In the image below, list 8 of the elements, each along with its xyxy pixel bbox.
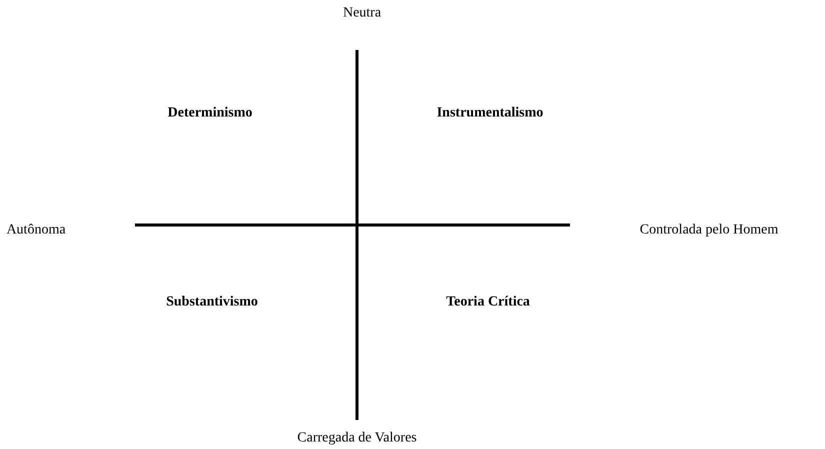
axis-label: Neutra — [342, 5, 382, 21]
quadrant-label: Substantivismo — [166, 294, 258, 310]
axis-label: Carregada de Valores — [297, 430, 417, 446]
axis-label: Autônoma — [6, 222, 66, 238]
quadrant-label: Determinismo — [168, 105, 252, 121]
quadrant-label: Instrumentalismo — [436, 105, 544, 121]
quadrant-label: Teoria Crítica — [446, 294, 530, 310]
axis-label: Controlada pelo Homem — [640, 222, 778, 238]
